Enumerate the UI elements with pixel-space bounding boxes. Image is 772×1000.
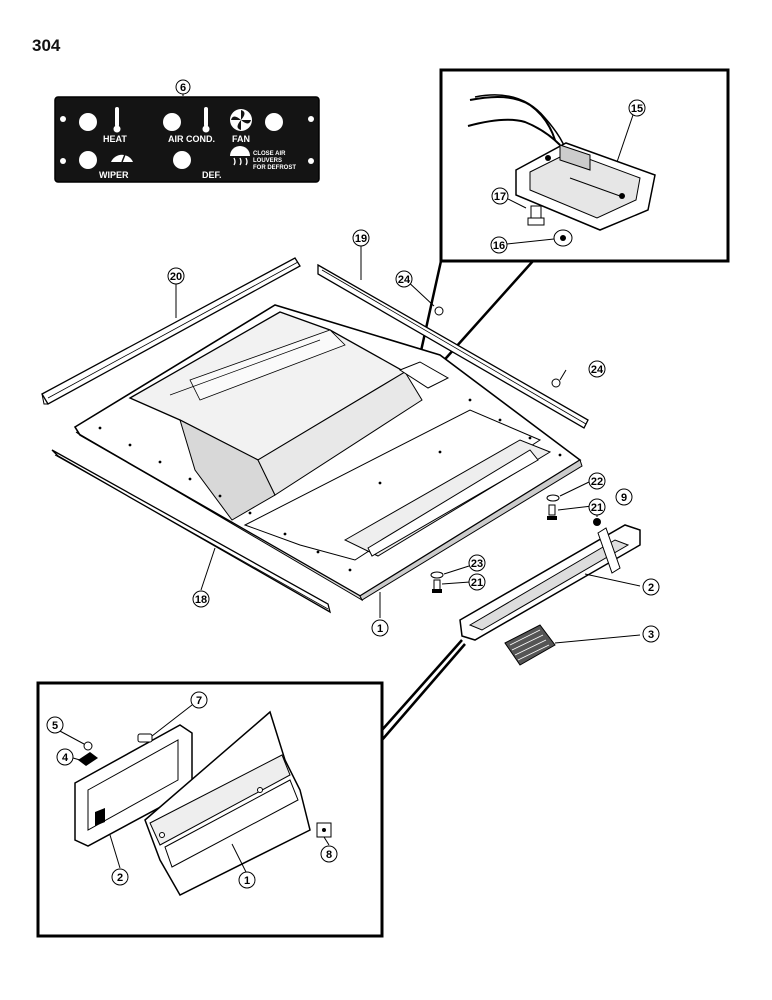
callout-22: 22 <box>588 472 606 490</box>
control-plate: HEAT AIR COND. FAN WIPER DEF. CLOSE AIR … <box>54 96 320 183</box>
nut-9 <box>593 518 601 526</box>
svg-text:6: 6 <box>180 82 186 94</box>
fan-icon <box>230 109 252 131</box>
callout-8: 8 <box>320 845 338 863</box>
screw-21b <box>432 579 442 593</box>
callout-1-main: 1 <box>371 619 389 637</box>
inset-top-right <box>413 68 730 379</box>
thermometer-icon <box>202 107 210 133</box>
wiper-left-hole <box>79 151 97 169</box>
callout-19: 19 <box>352 229 370 247</box>
vent-housing-2 <box>459 524 641 641</box>
svg-text:21: 21 <box>471 577 483 589</box>
relay-assembly <box>515 142 656 231</box>
screw-21a <box>547 504 557 520</box>
clip-4 <box>78 752 98 766</box>
callout-15: 15 <box>628 99 646 117</box>
defrost-icon <box>230 146 250 166</box>
washer-23 <box>430 571 444 579</box>
def-label: DEF. <box>202 170 222 180</box>
svg-text:20: 20 <box>170 271 182 283</box>
close-air-label-1: CLOSE AIR <box>253 151 286 157</box>
callout-17: 17 <box>491 187 509 205</box>
svg-text:24: 24 <box>398 274 411 286</box>
callout-2-inset: 2 <box>111 868 129 886</box>
callout-1-inset: 1 <box>238 871 256 889</box>
svg-text:1: 1 <box>244 875 250 887</box>
callout-24b: 24 <box>588 360 606 378</box>
svg-text:22: 22 <box>591 476 603 488</box>
callout-7: 7 <box>190 691 208 709</box>
screw-7 <box>137 733 153 743</box>
close-air-label-2: LOUVERS <box>253 158 282 164</box>
bulb-16 <box>553 229 573 247</box>
panel-1-detail <box>144 710 311 896</box>
close-air-label-3: FOR DEFROST <box>253 165 296 171</box>
svg-text:21: 21 <box>591 502 603 514</box>
louver-3 <box>504 624 556 666</box>
right-knob-hole <box>265 113 283 131</box>
callout-3: 3 <box>642 625 660 643</box>
nut-24a <box>434 306 444 316</box>
inset-bottom-left <box>36 639 466 938</box>
svg-text:4: 4 <box>62 752 69 764</box>
svg-text:16: 16 <box>493 240 505 252</box>
callout-20: 20 <box>167 267 185 285</box>
svg-text:2: 2 <box>117 872 123 884</box>
svg-text:2: 2 <box>648 582 654 594</box>
wiper-label: WIPER <box>99 170 129 180</box>
callout-6: 6 <box>175 79 191 95</box>
page-number: 304 <box>32 36 61 55</box>
thermometer-icon <box>113 107 121 133</box>
washer-22 <box>546 494 560 502</box>
aircond-label: AIR COND. <box>168 134 215 144</box>
screw-5 <box>83 741 93 751</box>
callout-21a: 21 <box>588 498 606 516</box>
svg-text:15: 15 <box>631 103 643 115</box>
svg-text:17: 17 <box>494 191 506 203</box>
svg-text:1: 1 <box>377 623 383 635</box>
svg-text:19: 19 <box>355 233 367 245</box>
svg-text:7: 7 <box>196 695 202 707</box>
svg-text:3: 3 <box>648 629 654 641</box>
svg-text:23: 23 <box>471 558 483 570</box>
fan-label: FAN <box>232 134 250 144</box>
roof-panel-assembly <box>41 257 641 666</box>
svg-text:8: 8 <box>326 849 332 861</box>
callout-23: 23 <box>468 554 486 572</box>
plate-8 <box>316 822 332 838</box>
nut-24b <box>551 378 561 388</box>
svg-text:18: 18 <box>195 594 207 606</box>
heat-knob-hole <box>79 113 97 131</box>
wiper-icon <box>111 151 133 163</box>
vent-housing-2-detail <box>74 724 193 847</box>
callout-9: 9 <box>615 488 633 506</box>
callout-18: 18 <box>192 590 210 608</box>
callout-4: 4 <box>56 748 74 766</box>
svg-text:5: 5 <box>52 720 58 732</box>
callout-2-main: 2 <box>642 578 660 596</box>
bolt-17 <box>527 205 545 226</box>
callout-21b: 21 <box>468 573 486 591</box>
def-knob-hole <box>173 151 191 169</box>
svg-text:9: 9 <box>621 492 627 504</box>
svg-text:24: 24 <box>591 364 604 376</box>
aircond-knob-hole <box>163 113 181 131</box>
callout-5: 5 <box>46 716 64 734</box>
callout-24a: 24 <box>395 270 413 288</box>
leader-lines <box>175 246 641 644</box>
heat-label: HEAT <box>103 134 127 144</box>
callout-16: 16 <box>490 236 508 254</box>
